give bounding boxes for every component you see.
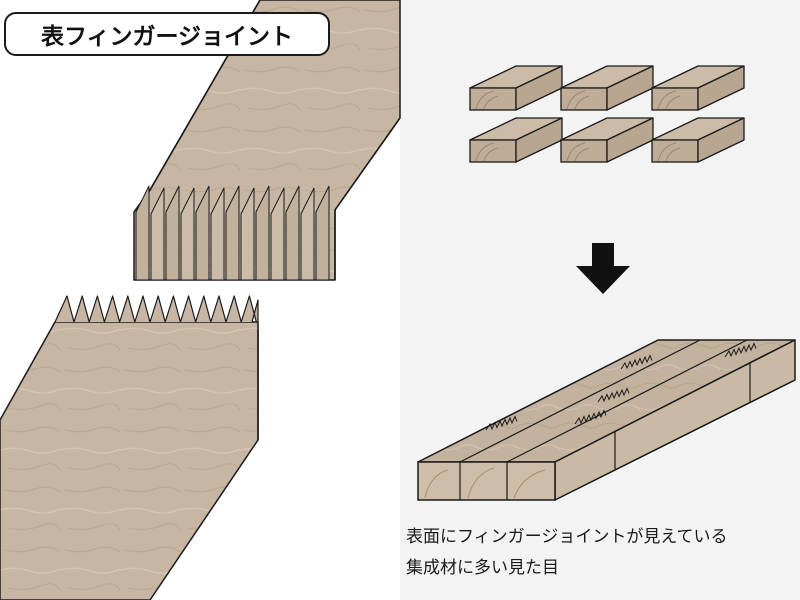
upper-finger [210, 187, 225, 281]
finger-joint-mark [485, 415, 518, 431]
upper-finger [240, 187, 255, 281]
finger-joint-mark [574, 409, 607, 425]
upper-finger [165, 185, 180, 281]
upper-finger [150, 187, 165, 281]
finger-joint-marks [485, 342, 757, 431]
caption-line-1: 表面にフィンガージョイントが見えている [406, 527, 728, 547]
lamina-block [469, 65, 563, 111]
finger-joint-mark [724, 342, 757, 358]
upper-finger [270, 187, 285, 281]
upper-finger [315, 185, 330, 281]
upper-finger [180, 187, 195, 281]
lower-finger-teeth [54, 295, 259, 323]
upper-finger [225, 185, 240, 281]
title-label: 表フィンガージョイント [4, 12, 330, 56]
upper-finger [300, 187, 315, 281]
caption: 表面にフィンガージョイントが見えている 集成材に多い見た目 [406, 522, 796, 584]
finger-joint-mark [620, 354, 653, 370]
upper-finger [255, 185, 270, 281]
finger-joint-mark [597, 387, 630, 403]
caption-line-2: 集成材に多い見た目 [406, 558, 559, 578]
lamina-block [469, 117, 563, 163]
upper-finger [285, 185, 300, 281]
glulam-beam [417, 339, 796, 501]
lower-fingers [54, 295, 259, 323]
lamina-block [560, 65, 654, 111]
down-arrow-icon [576, 243, 630, 294]
upper-finger [195, 185, 210, 281]
lamina-block [651, 117, 745, 163]
upper-fingers [135, 185, 330, 281]
lamina-block [651, 65, 745, 111]
upper-finger [135, 185, 150, 281]
lamina-blocks [469, 65, 745, 163]
lower-board [0, 321, 259, 600]
